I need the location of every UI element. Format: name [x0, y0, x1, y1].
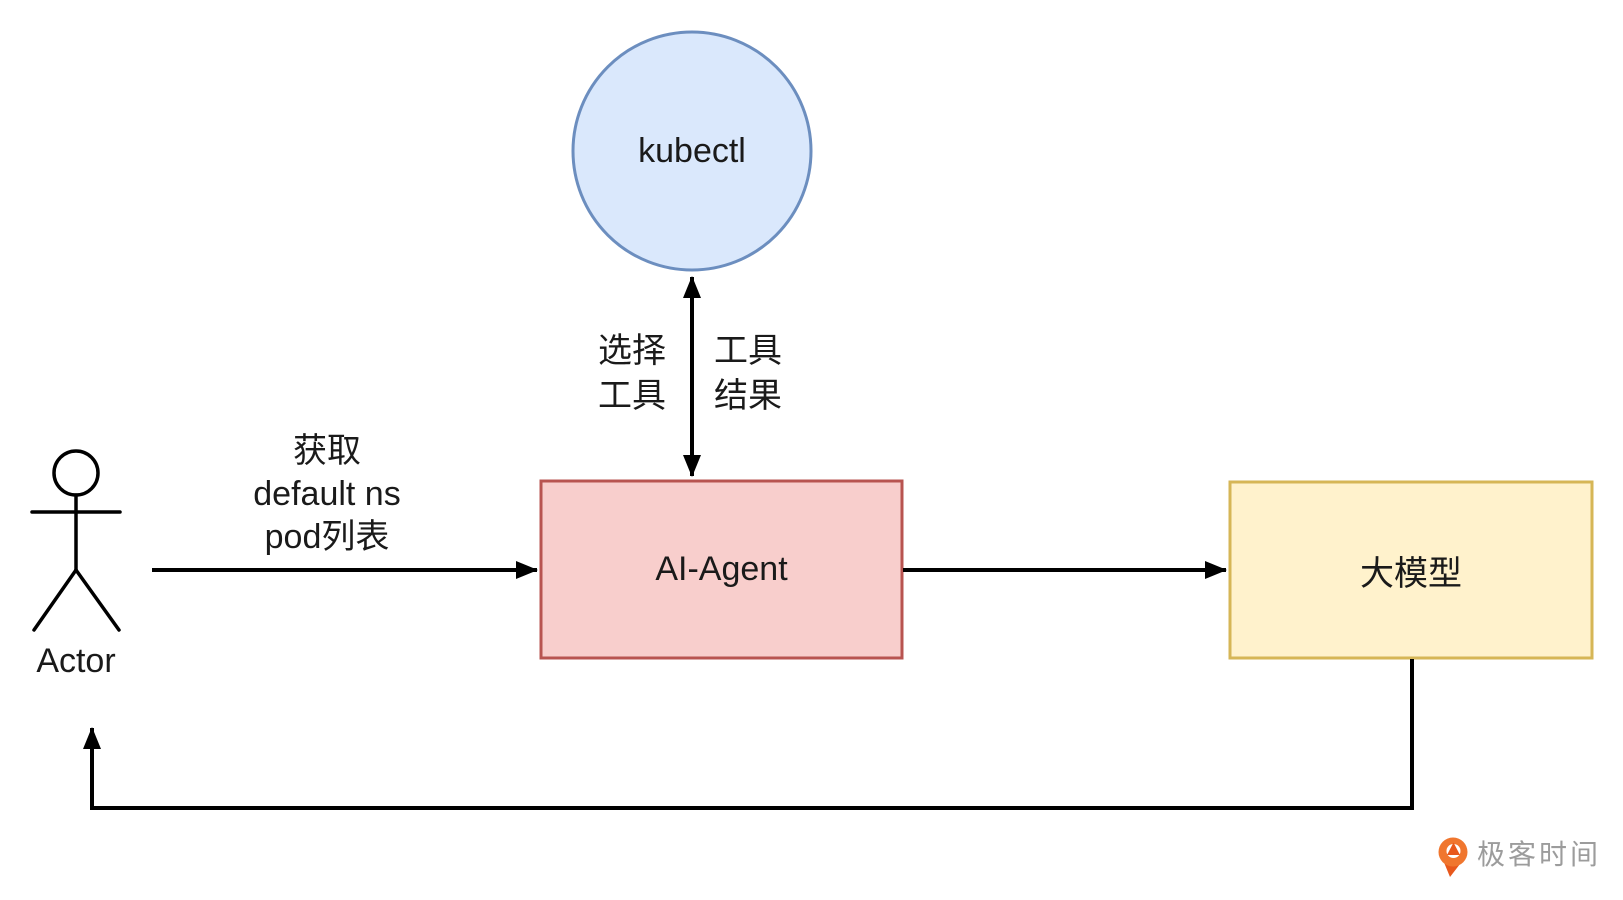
edge-label-request-line3: pod列表	[264, 518, 390, 556]
edge-label-tool-result-line2: 结果	[714, 377, 782, 415]
llm-label: 大模型	[1360, 554, 1462, 593]
geektime-icon	[1438, 837, 1468, 877]
edge-label-select-tool-line1: 选择	[598, 332, 666, 370]
edge-label-request-line2: default ns	[253, 475, 401, 513]
edge-label-request: 获取 default ns pod列表	[187, 430, 467, 559]
actor-label: Actor	[36, 641, 116, 680]
geektime-icon-arrow	[1447, 842, 1460, 855]
actor-left-leg	[32, 568, 78, 632]
actor-figure	[30, 449, 122, 632]
geektime-wordmark: 极客时间	[1477, 839, 1602, 870]
actor-head	[52, 449, 100, 497]
edge-label-tool-result: 工具 结果	[678, 329, 818, 419]
edge-label-tool-result-line1: 工具	[714, 332, 782, 370]
edge-llm-to-actor	[83, 659, 1414, 810]
actor-right-leg	[74, 568, 121, 632]
kubectl-node	[571, 30, 813, 272]
edge-label-request-line1: 获取	[293, 432, 361, 470]
kubectl-label: kubectl	[638, 132, 746, 170]
edge-label-select-tool: 选择 工具	[562, 329, 702, 419]
edge-label-select-tool-line2: 工具	[598, 377, 666, 415]
ai-agent-label: AI-Agent	[655, 550, 788, 588]
llm-node	[1228, 480, 1594, 660]
ai-agent-node	[539, 479, 904, 660]
